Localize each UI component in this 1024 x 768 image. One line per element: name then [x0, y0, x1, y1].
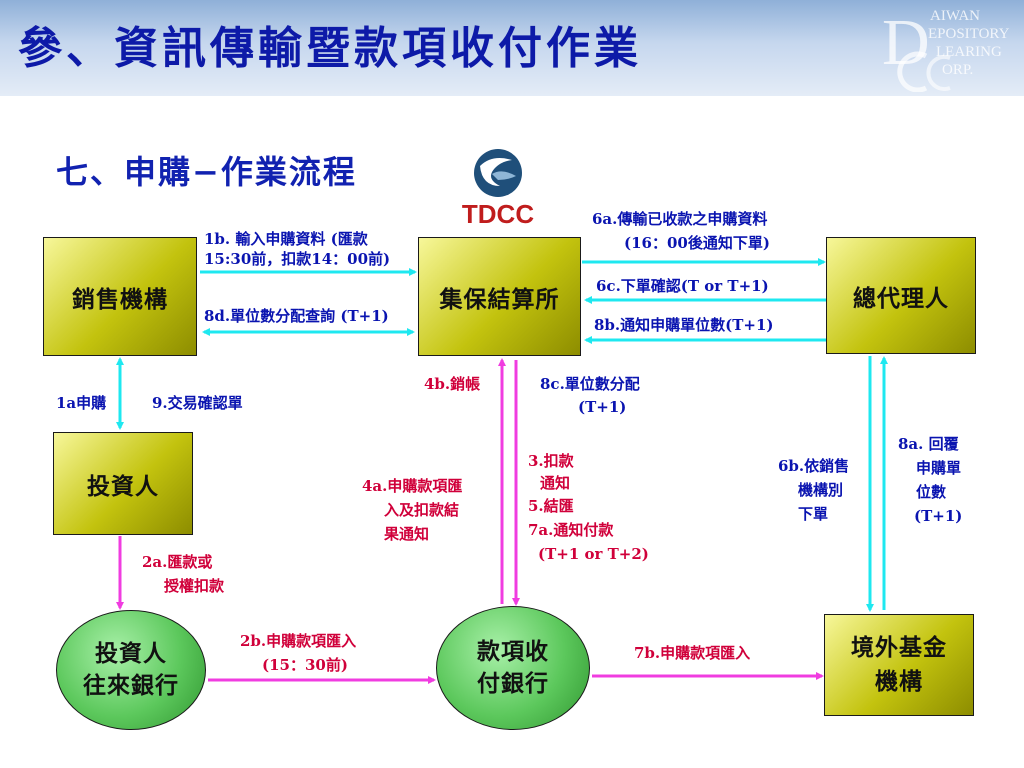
- logo-d-letter: D: [882, 6, 930, 79]
- section-subtitle: 七、申購−作業流程: [56, 153, 357, 191]
- label-4a-line1: 4a.申購款項匯: [362, 477, 463, 495]
- label-6b-line2: 機構別: [798, 481, 844, 499]
- label-1b-line1: 1b. 輸入申購資料 (匯款: [204, 230, 368, 248]
- label-7b: 7b.申購款項匯入: [634, 644, 751, 662]
- node-foreign-fund-line1: 境外基金: [851, 634, 947, 661]
- label-8a-line4: (T+1): [914, 507, 963, 525]
- label-4a-line2: 入及扣款結: [384, 501, 460, 519]
- label-4a-line3: 果通知: [384, 525, 430, 543]
- label-2a-line2: 授權扣款: [164, 577, 225, 595]
- label-3-line1: 3.扣款: [528, 452, 574, 470]
- label-6b-line3: 下單: [798, 505, 829, 523]
- label-2b-line2: (15：30前): [262, 656, 348, 674]
- page-title: 參、資訊傳輸暨款項收付作業: [18, 23, 642, 74]
- node-investor: 投資人: [53, 432, 193, 535]
- logo-learing: LEARING: [936, 44, 1002, 60]
- header-band: 參、資訊傳輸暨款項收付作業 D AIWAN EPOSITORY LEARING …: [0, 0, 1024, 96]
- node-master-agent: 總代理人: [826, 237, 976, 354]
- label-8c-line2: (T+1): [578, 398, 627, 416]
- label-1b-line2: 15:30前，扣款14：00前): [204, 250, 391, 268]
- label-8b: 8b.通知申購單位數(T+1): [594, 316, 774, 334]
- label-7a-line1: 7a.通知付款: [528, 521, 614, 539]
- node-investor-bank-line2: 往來銀行: [83, 672, 179, 699]
- logo-c-shape-1: [897, 51, 928, 92]
- logo-orp: ORP.: [942, 62, 973, 78]
- logo-c-shape-2: [926, 55, 951, 91]
- label-6a-line2: (16：00後通知下單): [624, 234, 770, 252]
- label-2a-line1: 2a.匯款或: [142, 553, 213, 571]
- label-4b: 4b.銷帳: [424, 375, 481, 393]
- logo-epository: EPOSITORY: [928, 26, 1010, 42]
- node-sales-agent: 銷售機構: [43, 237, 197, 356]
- node-investor-bank: 投資人 往來銀行: [56, 610, 206, 730]
- label-6a-line1: 6a.傳輸已收款之申購資料: [592, 210, 768, 228]
- label-9: 9.交易確認單: [152, 394, 243, 412]
- label-6c: 6c.下單確認(T or T+1): [596, 277, 769, 295]
- label-8a-line2: 申購單: [916, 459, 962, 477]
- label-8a-line1: 8a. 回覆: [898, 435, 959, 453]
- node-foreign-fund: 境外基金 機構: [824, 614, 974, 716]
- label-2b-line1: 2b.申購款項匯入: [240, 632, 357, 650]
- tdcc-logo-text: TDCC: [462, 199, 534, 229]
- label-5: 5.結匯: [528, 497, 574, 515]
- tdcc-logo-swirl-icon: [480, 158, 512, 186]
- node-investor-bank-line1: 投資人: [95, 640, 167, 667]
- node-payment-bank: 款項收 付銀行: [436, 606, 590, 730]
- logo-aiwan: AIWAN: [930, 8, 980, 24]
- node-clearing-house: 集保結算所: [418, 237, 581, 356]
- label-7a-line2: (T+1 or T+2): [538, 545, 649, 563]
- label-8a-line3: 位數: [916, 483, 947, 501]
- node-payment-bank-line1: 款項收: [477, 638, 549, 665]
- label-6b-line1: 6b.依銷售: [778, 457, 850, 475]
- tdcc-logo: TDCC: [462, 149, 534, 229]
- node-payment-bank-line2: 付銀行: [477, 670, 549, 697]
- label-1a: 1a申購: [56, 394, 107, 412]
- label-8c-line1: 8c.單位數分配: [540, 375, 640, 393]
- label-3-line2: 通知: [540, 474, 571, 492]
- node-foreign-fund-line2: 機構: [875, 668, 923, 695]
- taiwan-depository-logo: D AIWAN EPOSITORY LEARING ORP.: [882, 6, 1010, 92]
- label-8d: 8d.單位數分配查詢 (T+1): [204, 307, 389, 325]
